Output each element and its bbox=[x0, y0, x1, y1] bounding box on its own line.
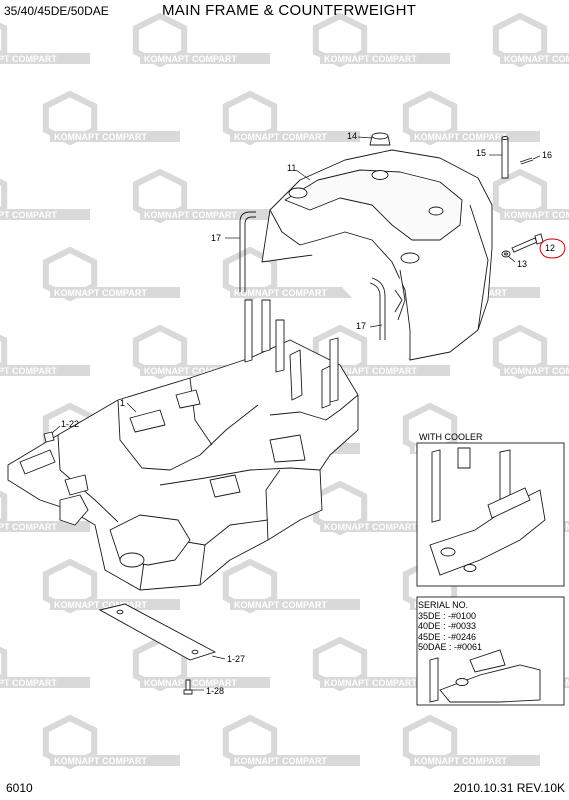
lifting-hooks[interactable] bbox=[239, 211, 386, 340]
serial-line: 35DE : -#0100 bbox=[418, 610, 477, 621]
bottom-plate[interactable] bbox=[43, 431, 217, 695]
watermark-text: KOMNAPT COMPART bbox=[0, 210, 57, 220]
leader-lines bbox=[51, 136, 541, 691]
watermark-band bbox=[50, 287, 180, 298]
watermark-band bbox=[320, 521, 450, 532]
watermark-text: KOMNAPT COMPART bbox=[54, 132, 147, 142]
callout-17-left[interactable]: 17 bbox=[211, 233, 222, 243]
watermark-band bbox=[500, 209, 569, 220]
watermark-band bbox=[0, 53, 90, 64]
callout-12[interactable]: 12 bbox=[545, 243, 556, 253]
serial-line: 40DE : -#0033 bbox=[418, 621, 477, 631]
serial-line: 45DE : -#0246 bbox=[418, 631, 477, 642]
watermark-text: KOMNAPT COMPART bbox=[0, 522, 57, 532]
serial-number-list: SERIAL NO. 35DE : -#0100 40DE : -#0033 4… bbox=[418, 600, 482, 653]
model-code: 35/40/45DE/50DAE bbox=[4, 4, 109, 18]
callout-13[interactable]: 13 bbox=[517, 259, 528, 269]
page-number: 6010 bbox=[6, 781, 33, 795]
watermark-text: KOMNAPT COMPART bbox=[234, 288, 327, 298]
watermark-logo-shape bbox=[0, 22, 8, 58]
watermark-text: KOMNAPT COMPART bbox=[144, 678, 237, 688]
watermark-logo-shape bbox=[0, 490, 8, 526]
watermark-text: KOMNAPT COMPART bbox=[324, 522, 417, 532]
watermark-text: KOMNAPT COMPART bbox=[324, 54, 417, 64]
watermark-text: KOMNAPT COMPART bbox=[414, 132, 507, 142]
watermark-band bbox=[230, 755, 360, 766]
part-12-highlight bbox=[539, 238, 566, 259]
callout-15[interactable]: 15 bbox=[476, 148, 487, 158]
watermark-band bbox=[320, 53, 450, 64]
watermark-band bbox=[320, 677, 450, 688]
watermark-text: KOMNAPT COMPART bbox=[144, 210, 237, 220]
callout-1[interactable]: 1 bbox=[120, 398, 126, 408]
watermark-band bbox=[140, 53, 270, 64]
watermark-band bbox=[0, 209, 90, 220]
callout-16[interactable]: 16 bbox=[542, 150, 553, 160]
hardware-parts[interactable] bbox=[501, 136, 544, 258]
watermark-logo-shape bbox=[0, 334, 8, 370]
watermark-band bbox=[320, 365, 450, 376]
inset-with-cooler bbox=[416, 442, 565, 587]
callout-1-27[interactable]: 1-27 bbox=[227, 654, 246, 664]
watermark-band bbox=[140, 209, 270, 220]
watermark-text: KOMNAPT COMPART bbox=[0, 366, 57, 376]
serial-title: SERIAL NO. bbox=[418, 600, 469, 610]
serial-line: 50DAE : -#0061 bbox=[418, 642, 483, 652]
watermark-text: KOMNAPT COMPART bbox=[504, 366, 569, 376]
watermark-text: KOMNAPT COMPART bbox=[234, 132, 327, 142]
watermark-band bbox=[500, 53, 569, 64]
watermark-band bbox=[410, 131, 540, 142]
watermark-band bbox=[50, 599, 180, 610]
watermark-logo-shape bbox=[0, 646, 8, 682]
watermark-text: KOMNAPT COMPART bbox=[54, 288, 147, 298]
watermark-band bbox=[0, 365, 90, 376]
watermark-text: KOMNAPT COMPART bbox=[324, 366, 417, 376]
watermark-band bbox=[50, 131, 180, 142]
watermark-text: KOMNAPT COMPART bbox=[144, 366, 237, 376]
callout-1-28[interactable]: 1-28 bbox=[206, 686, 225, 696]
watermark-text: KOMNAPT COMPART bbox=[414, 756, 507, 766]
watermark-band bbox=[500, 365, 569, 376]
watermark-text: KOMNAPT COMPART bbox=[504, 210, 569, 220]
callout-14[interactable]: 14 bbox=[347, 131, 358, 141]
page-title: MAIN FRAME & COUNTERWEIGHT bbox=[162, 2, 417, 19]
watermark-band bbox=[230, 599, 360, 610]
revision-date: 2010.10.31 REV.10K bbox=[453, 781, 565, 795]
counterweight[interactable] bbox=[261, 132, 493, 361]
watermark-band bbox=[140, 677, 270, 688]
watermark-band bbox=[230, 131, 360, 142]
inset-cooler-label: WITH COOLER bbox=[419, 432, 483, 442]
watermark-text: KOMNAPT COMPART bbox=[54, 756, 147, 766]
callout-1-22[interactable]: 1-22 bbox=[61, 419, 80, 429]
main-frame[interactable] bbox=[7, 299, 359, 591]
watermark-text: KOMNAPT COMPART bbox=[504, 54, 569, 64]
watermark-text: KOMNAPT COMPART bbox=[144, 54, 237, 64]
watermark-text: KOMNAPT COMPART bbox=[234, 600, 327, 610]
watermark-band bbox=[410, 755, 540, 766]
watermark-band bbox=[140, 365, 270, 376]
callout-17-right[interactable]: 17 bbox=[356, 321, 367, 331]
watermark-text: KOMNAPT COMPART bbox=[234, 756, 327, 766]
watermark-logo-shape bbox=[0, 178, 8, 214]
watermark-text: KOMNAPT COMPART bbox=[54, 600, 147, 610]
inset-serial-variant bbox=[416, 596, 565, 706]
watermark-band bbox=[0, 677, 90, 688]
callout-11[interactable]: 11 bbox=[287, 163, 297, 173]
watermark-band bbox=[50, 755, 180, 766]
watermark-band bbox=[230, 287, 360, 298]
watermark-text: KOMNAPT COMPART bbox=[324, 678, 417, 688]
watermark-band bbox=[0, 521, 90, 532]
watermark-text: KOMNAPT COMPART bbox=[0, 54, 57, 64]
watermark-text: KOMNAPT COMPART bbox=[0, 678, 57, 688]
